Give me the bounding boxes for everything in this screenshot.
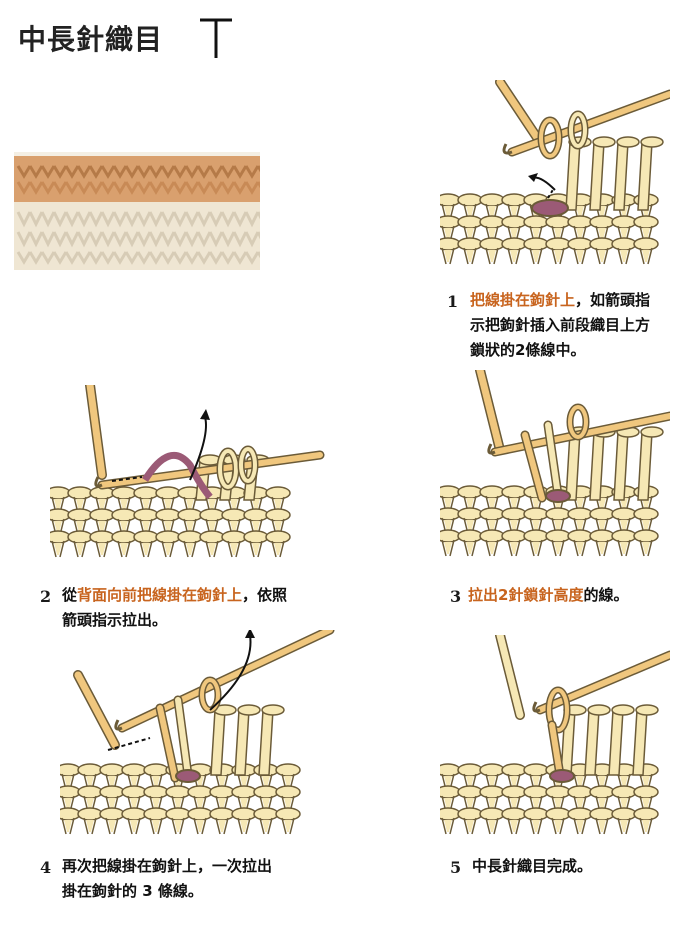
step-4-text: 再次把線掛在鉤針上，一次拉出 bbox=[62, 857, 272, 875]
step-1-text: ，如箭頭指 bbox=[575, 291, 650, 309]
step-5-illustration bbox=[440, 635, 670, 835]
step-2-highlight: 背面向前把線掛在鉤針上 bbox=[77, 586, 242, 604]
step-1-illustration bbox=[440, 80, 670, 270]
crochet-swatch-photo bbox=[14, 152, 260, 270]
step-1-text-line2: 示把鉤針插入前段織目上方 bbox=[470, 316, 650, 334]
step-3-text: 的線。 bbox=[583, 586, 628, 604]
step-1-number: 1 bbox=[447, 292, 458, 311]
step-2-text: ，依照 bbox=[242, 586, 287, 604]
step-4-illustration bbox=[60, 630, 335, 835]
page-title: 中長針織目 bbox=[18, 18, 163, 58]
step-2-illustration bbox=[50, 385, 330, 560]
step-3-number: 3 bbox=[450, 587, 461, 606]
step-2-prefix: 從 bbox=[62, 586, 77, 604]
step-3-illustration bbox=[440, 370, 670, 565]
step-4-number: 4 bbox=[40, 858, 51, 877]
step-3-caption: 拉出2針鎖針高度的線。 bbox=[468, 583, 628, 608]
step-2-number: 2 bbox=[40, 587, 51, 606]
step-2-caption: 從背面向前把線掛在鉤針上，依照 箭頭指示拉出。 bbox=[62, 583, 287, 633]
step-3-highlight: 拉出2針鎖針高度 bbox=[468, 586, 583, 604]
step-4-caption: 再次把線掛在鉤針上，一次拉出 掛在鉤針的 3 條線。 bbox=[62, 854, 272, 904]
step-5-number: 5 bbox=[450, 858, 461, 877]
step-4-text-line2: 掛在鉤針的 3 條線。 bbox=[62, 882, 203, 900]
step-1-highlight: 把線掛在鉤針上 bbox=[470, 291, 575, 309]
half-double-crochet-symbol-icon bbox=[196, 10, 236, 60]
step-2-text-line2: 箭頭指示拉出。 bbox=[62, 611, 167, 629]
step-1-caption: 把線掛在鉤針上，如箭頭指 示把鉤針插入前段織目上方 鎖狀的2條線中。 bbox=[470, 288, 650, 363]
step-5-caption: 中長針織目完成。 bbox=[472, 854, 592, 879]
step-5-text: 中長針織目完成。 bbox=[472, 857, 592, 875]
step-1-text-line3: 鎖狀的2條線中。 bbox=[470, 341, 585, 359]
